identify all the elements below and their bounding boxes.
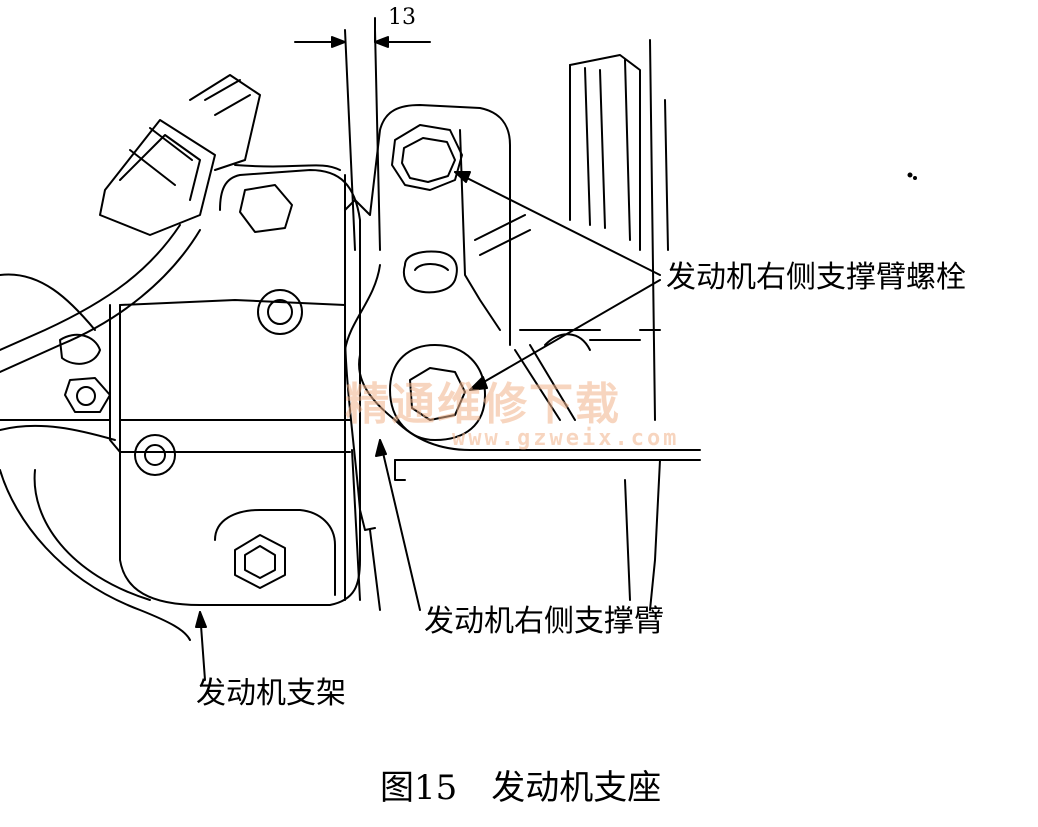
dimension-label: 13 [388,5,416,30]
figure-caption: 图15 发动机支座 [380,768,662,808]
label-engine-bracket: 发动机支架 [196,676,346,711]
label-engine-right-support-arm-bolt: 发动机右侧支撑臂螺栓 [666,260,966,295]
dimension-13-lines [295,18,430,250]
label-engine-right-support-arm: 发动机右侧支撑臂 [424,604,664,639]
engine-bracket-body [110,170,360,605]
engine-right-structure [570,40,668,610]
leader-lines [196,172,916,680]
wire-connector [0,75,340,372]
engine-right-support-arm-shape [345,105,700,610]
engine-body [0,274,190,640]
